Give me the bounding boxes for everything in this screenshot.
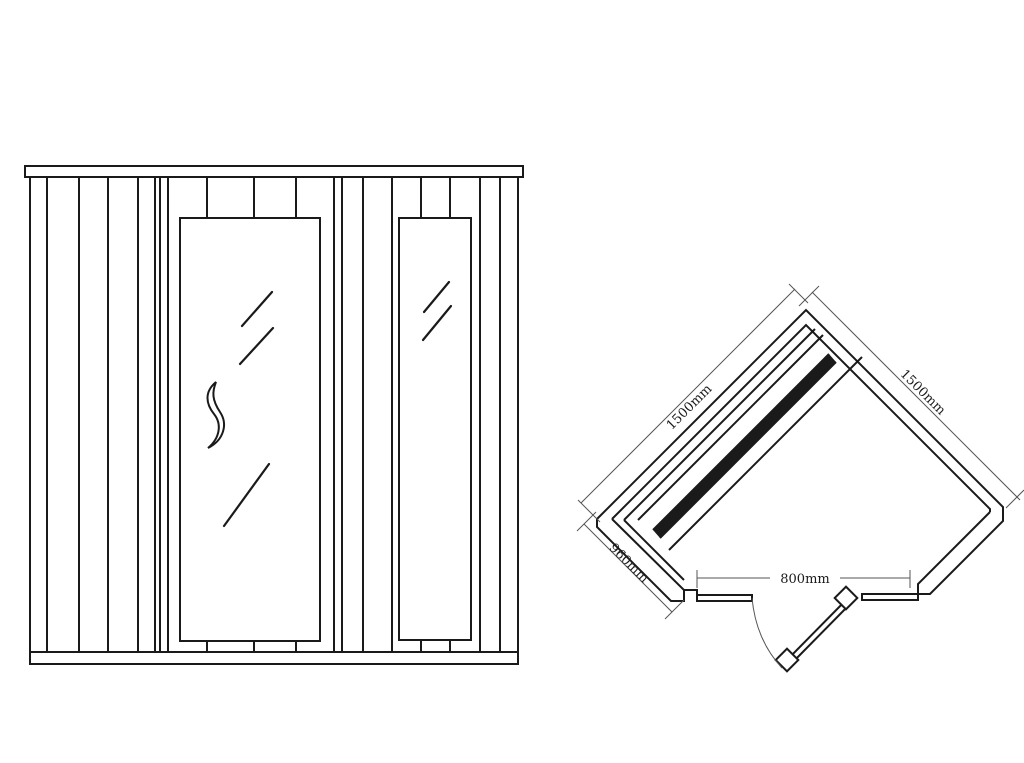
door-jamb-left <box>684 589 753 602</box>
floor-plan: 1500mm 1500mm 960mm 800mm <box>576 283 1024 673</box>
side-window-panel <box>398 217 472 641</box>
dimension-label-side-return: 960mm <box>606 541 652 587</box>
outer-wall-left-return <box>596 518 685 602</box>
door-glass-reflection-icon <box>222 290 275 528</box>
side-window-reflection-icon <box>421 280 453 342</box>
dimension-right-wall: 1500mm <box>798 285 1024 509</box>
door-leaf <box>774 585 859 673</box>
door-handle-icon <box>206 381 225 449</box>
dimension-door-opening: 800mm <box>696 570 911 588</box>
dimension-label-right-wall: 1500mm <box>897 367 948 418</box>
top-cap <box>24 165 524 178</box>
front-elevation <box>24 165 524 665</box>
outer-wall-right <box>596 308 1004 595</box>
dimension-left-wall: 1500mm <box>577 283 809 523</box>
left-wall-planks <box>46 177 156 652</box>
bottom-base <box>29 651 519 665</box>
door-swing-arc <box>751 597 783 669</box>
inner-wall <box>611 323 991 520</box>
heater-strip <box>653 354 836 538</box>
door-glass-panel <box>179 217 321 642</box>
door-jamb-right <box>861 593 919 601</box>
dimension-label-door-opening: 800mm <box>780 572 829 587</box>
